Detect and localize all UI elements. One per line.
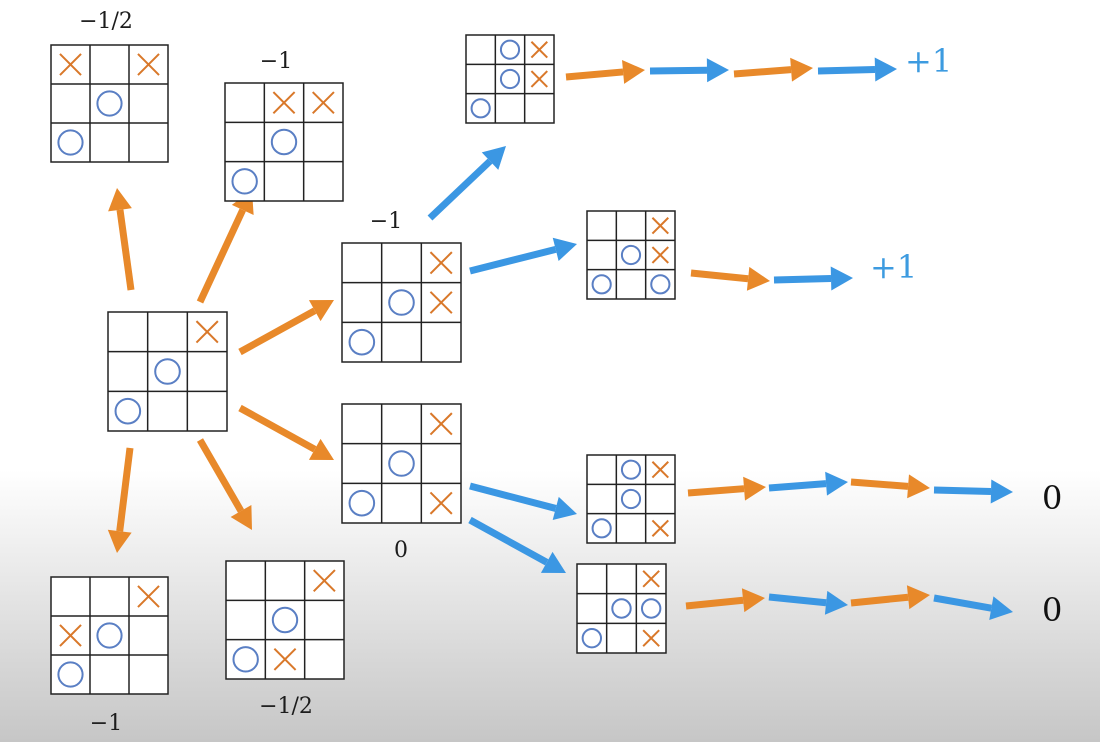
arrow-icon-21 — [685, 588, 765, 613]
circle-mark-icon — [232, 646, 259, 673]
arrow-icon-22 — [768, 590, 848, 615]
circle-mark-icon — [348, 328, 376, 356]
circle-mark-icon — [620, 488, 642, 510]
circle-mark-icon — [270, 128, 298, 156]
board-line-3 — [586, 454, 676, 544]
cross-mark-icon — [137, 53, 160, 76]
arrow-icon-16 — [773, 266, 853, 291]
cross-mark-icon — [272, 91, 296, 114]
circle-mark-icon — [388, 450, 415, 477]
root-board — [107, 311, 228, 432]
arrows-layer — [107, 57, 1013, 620]
circle-mark-icon — [271, 606, 299, 634]
arrow-icon-1 — [108, 188, 135, 291]
arrow-icon-17 — [687, 476, 766, 501]
cross-mark-icon — [651, 519, 669, 537]
circle-mark-icon — [114, 397, 142, 425]
outcome-label-line-3: 0 — [1042, 479, 1062, 517]
score-label-child-top-right: −1 — [260, 49, 292, 74]
arrow-icon-2 — [196, 190, 254, 304]
circle-mark-icon — [96, 90, 123, 117]
board-child-mid-lower — [341, 403, 462, 524]
circle-mark-icon — [620, 459, 642, 480]
circle-mark-icon — [650, 274, 671, 295]
circle-mark-icon — [96, 622, 123, 649]
score-label-child-mid-lower: 0 — [394, 538, 408, 563]
circle-mark-icon — [581, 627, 603, 649]
board-child-bottom-left — [50, 576, 169, 695]
circle-mark-icon — [388, 289, 415, 316]
cross-mark-icon — [651, 217, 669, 235]
circle-mark-icon — [591, 518, 612, 539]
cross-mark-icon — [429, 291, 453, 314]
cross-mark-icon — [137, 585, 160, 608]
cross-mark-icon — [312, 91, 335, 114]
board-child-bottom-right — [225, 560, 345, 680]
cross-mark-icon — [530, 41, 548, 59]
score-label-child-bottom-right: −1/2 — [259, 694, 313, 719]
arrow-icon-4 — [238, 404, 334, 460]
cross-mark-icon — [273, 648, 297, 671]
circle-mark-icon — [154, 358, 181, 385]
boards-layer — [50, 34, 676, 695]
arrow-icon-12 — [649, 58, 729, 83]
arrow-icon-7 — [427, 146, 506, 221]
circle-mark-icon — [231, 168, 258, 195]
cross-mark-icon — [313, 569, 336, 592]
circle-mark-icon — [57, 129, 84, 156]
circle-mark-icon — [348, 489, 376, 517]
labels-layer: −1/2 −1 −1 0 −1 −1/2 +1 +1 0 0 — [79, 9, 1062, 736]
cross-mark-icon — [429, 491, 453, 515]
circle-mark-icon — [591, 274, 612, 295]
arrow-icon-13 — [733, 57, 813, 82]
arrow-icon-10 — [468, 516, 566, 573]
score-label-child-mid-upper: −1 — [370, 209, 402, 234]
arrow-icon-11 — [565, 59, 645, 84]
arrow-icon-15 — [690, 266, 770, 291]
arrow-icon-9 — [469, 482, 577, 521]
arrow-icon-19 — [850, 474, 930, 499]
cross-mark-icon — [651, 461, 669, 479]
cross-mark-icon — [59, 624, 82, 647]
board-child-mid-upper — [341, 242, 462, 363]
arrow-icon-14 — [817, 57, 897, 82]
cross-mark-icon — [651, 246, 669, 264]
arrow-icon-5 — [107, 447, 134, 553]
score-label-child-top-left: −1/2 — [79, 9, 133, 34]
board-line-1 — [465, 34, 555, 124]
cross-mark-icon — [59, 53, 82, 76]
arrow-icon-8 — [469, 237, 577, 275]
board-child-top-right — [224, 82, 344, 202]
outcome-label-line-4: 0 — [1042, 591, 1062, 629]
circle-mark-icon — [620, 244, 642, 266]
cross-mark-icon — [642, 570, 660, 588]
circle-mark-icon — [499, 39, 521, 60]
arrow-icon-24 — [933, 594, 1013, 620]
arrow-icon-23 — [850, 585, 930, 610]
outcome-label-line-2: +1 — [870, 248, 917, 286]
cross-mark-icon — [530, 70, 548, 88]
circle-mark-icon — [640, 598, 662, 619]
cross-mark-icon — [195, 320, 219, 344]
circle-mark-icon — [470, 98, 491, 119]
circle-mark-icon — [499, 68, 521, 90]
score-label-child-bottom-left: −1 — [90, 711, 122, 736]
board-line-4 — [576, 563, 667, 654]
arrow-icon-3 — [238, 300, 334, 356]
board-line-2 — [586, 210, 676, 300]
arrow-icon-6 — [196, 438, 252, 530]
circle-mark-icon — [611, 598, 632, 619]
outcome-label-line-1: +1 — [905, 42, 952, 80]
cross-mark-icon — [642, 629, 660, 647]
arrow-icon-20 — [933, 479, 1013, 504]
arrow-icon-18 — [768, 471, 848, 496]
board-child-top-left — [50, 44, 169, 163]
cross-mark-icon — [429, 412, 453, 436]
cross-mark-icon — [429, 251, 453, 275]
circle-mark-icon — [57, 661, 84, 688]
